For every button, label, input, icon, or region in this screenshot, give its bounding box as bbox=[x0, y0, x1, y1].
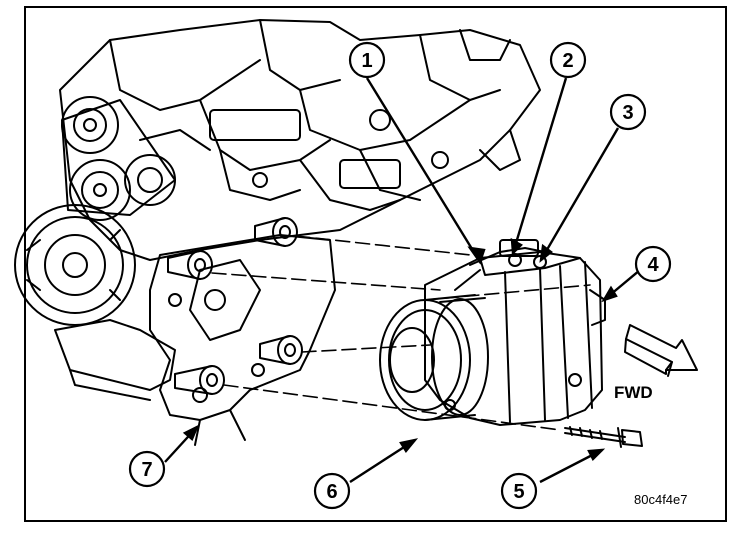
callout-3: 3 bbox=[622, 102, 633, 124]
alignment-lines bbox=[211, 235, 591, 431]
callout-circle-1 bbox=[348, 41, 386, 79]
callout-circle-6 bbox=[313, 472, 351, 510]
callout-circle-2 bbox=[549, 41, 587, 79]
oil-pan bbox=[54, 319, 176, 401]
compressor-clutch-pulley bbox=[379, 294, 489, 421]
callout-5: 5 bbox=[513, 481, 524, 503]
mounting-bolt bbox=[564, 426, 643, 448]
mounting-bracket bbox=[149, 234, 336, 446]
callout-4: 4 bbox=[647, 254, 659, 276]
callout-circle-5 bbox=[500, 472, 538, 510]
bracket-bushings bbox=[167, 217, 303, 395]
fwd-label: FWD bbox=[614, 383, 653, 402]
crankshaft-damper bbox=[14, 204, 136, 326]
engine-block bbox=[59, 19, 541, 261]
accessory-pulleys bbox=[61, 96, 176, 221]
figure-code: 80c4f4e7 bbox=[634, 492, 688, 507]
callout-1: 1 bbox=[361, 50, 372, 72]
ac-compressor bbox=[424, 239, 606, 426]
fwd-arrow bbox=[624, 324, 698, 377]
callout-leaders bbox=[164, 77, 641, 484]
callout-circle-4 bbox=[634, 245, 672, 283]
callout-circle-3 bbox=[609, 93, 647, 131]
callout-7: 7 bbox=[141, 459, 152, 481]
callout-6: 6 bbox=[326, 481, 337, 503]
callout-2: 2 bbox=[562, 50, 573, 72]
callout-circle-7 bbox=[128, 450, 166, 488]
